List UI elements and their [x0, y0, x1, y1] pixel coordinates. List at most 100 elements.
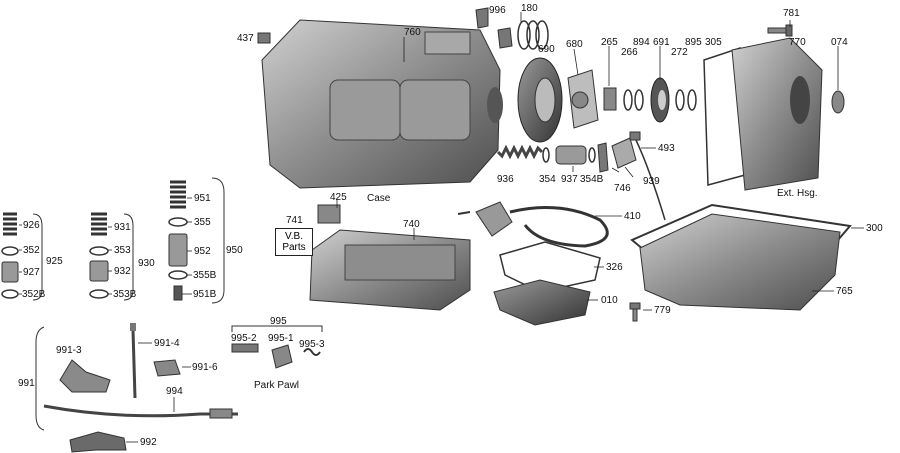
label-996: 996	[489, 5, 506, 16]
label-995-1: 995-1	[268, 333, 294, 344]
bolt-781	[767, 24, 793, 37]
label-765: 765	[836, 286, 853, 297]
bearing-691	[650, 77, 670, 123]
label-680: 680	[566, 39, 583, 50]
ring-895	[687, 89, 697, 111]
part-996	[475, 7, 513, 49]
label-740: 740	[403, 219, 420, 230]
label-781: 781	[783, 8, 800, 19]
label-995: 995	[270, 316, 287, 327]
part-991-3	[59, 359, 111, 393]
rod-991-4	[130, 323, 137, 399]
label-690: 690	[538, 44, 555, 55]
ring-272	[675, 89, 685, 111]
label-437: 437	[237, 33, 254, 44]
vb-parts-line2: Parts	[282, 242, 306, 253]
label-779: 779	[654, 305, 671, 316]
part-265	[603, 87, 617, 111]
label-354b: 354B	[580, 174, 604, 185]
accumulator-930	[89, 212, 109, 299]
vb-parts-line1: V.B.	[285, 231, 303, 242]
label-410: 410	[624, 211, 641, 222]
part-995-1	[271, 344, 293, 369]
label-353: 353	[114, 245, 131, 256]
label-952: 952	[194, 246, 211, 257]
label-case: Case	[367, 193, 391, 204]
label-266: 266	[621, 47, 638, 58]
label-930: 930	[138, 258, 155, 269]
valve-body-740	[309, 229, 471, 311]
ring-354	[542, 147, 550, 163]
label-760: 760	[404, 27, 421, 38]
ring-266	[623, 89, 633, 111]
label-300: 300	[866, 223, 883, 234]
label-925: 925	[46, 256, 63, 267]
accumulator-925	[1, 212, 19, 299]
snap-rings-180	[517, 20, 549, 50]
accumulator-950	[168, 180, 188, 301]
label-425: 425	[330, 192, 347, 203]
part-991-6	[153, 359, 181, 377]
label-936: 936	[497, 174, 514, 185]
dipstick-493	[629, 131, 666, 221]
part-939	[611, 137, 637, 169]
part-995-2	[231, 343, 259, 353]
part-746	[597, 142, 609, 173]
label-991: 991	[18, 378, 35, 389]
label-074: 074	[831, 37, 848, 48]
sprocket-690	[517, 57, 563, 143]
label-355: 355	[194, 217, 211, 228]
ring-894	[634, 89, 644, 111]
oil-pan-765	[639, 213, 841, 311]
label-994: 994	[166, 386, 183, 397]
label-354: 354	[539, 174, 556, 185]
spring-995-3	[303, 348, 321, 356]
group-brackets	[32, 177, 323, 431]
bolt-779	[629, 302, 641, 322]
label-770: 770	[789, 37, 806, 48]
bolt-437	[257, 32, 271, 44]
label-493: 493	[658, 143, 675, 154]
label-951: 951	[194, 193, 211, 204]
label-894: 894	[633, 37, 650, 48]
label-932: 932	[114, 266, 131, 277]
spring-936	[496, 144, 544, 160]
lever-992	[69, 431, 127, 453]
label-265: 265	[601, 37, 618, 48]
label-991-4: 991-4	[154, 338, 180, 349]
label-991-3: 991-3	[56, 345, 82, 356]
label-305: 305	[705, 37, 722, 48]
piston-937	[555, 145, 587, 165]
label-746: 746	[614, 183, 631, 194]
label-937: 937	[561, 174, 578, 185]
label-691: 691	[653, 37, 670, 48]
label-326: 326	[606, 262, 623, 273]
part-680	[567, 69, 599, 129]
vb-parts-box: V.B. Parts	[275, 228, 313, 256]
label-010: 010	[601, 295, 618, 306]
label-995-2: 995-2	[231, 333, 257, 344]
label-180: 180	[521, 3, 538, 14]
seal-074	[831, 90, 845, 114]
label-ext-hsg: Ext. Hsg.	[777, 188, 818, 199]
gasket-326	[499, 241, 601, 293]
sensor-425	[317, 204, 341, 224]
label-park-pawl: Park Pawl	[254, 380, 300, 391]
label-741: 741	[286, 215, 303, 226]
label-931: 931	[114, 222, 131, 233]
label-895: 895	[685, 37, 702, 48]
transmission-case	[261, 19, 503, 189]
label-927: 927	[23, 267, 40, 278]
leader-lines	[19, 12, 864, 443]
wire-harness-410	[457, 201, 609, 248]
label-950: 950	[226, 245, 243, 256]
label-992: 992	[140, 437, 157, 448]
label-352b: 352B	[22, 289, 46, 300]
filter-010	[493, 279, 591, 326]
label-272: 272	[671, 47, 688, 58]
label-353b: 353B	[113, 289, 137, 300]
cable-994	[43, 404, 238, 419]
extension-housing	[731, 37, 823, 191]
